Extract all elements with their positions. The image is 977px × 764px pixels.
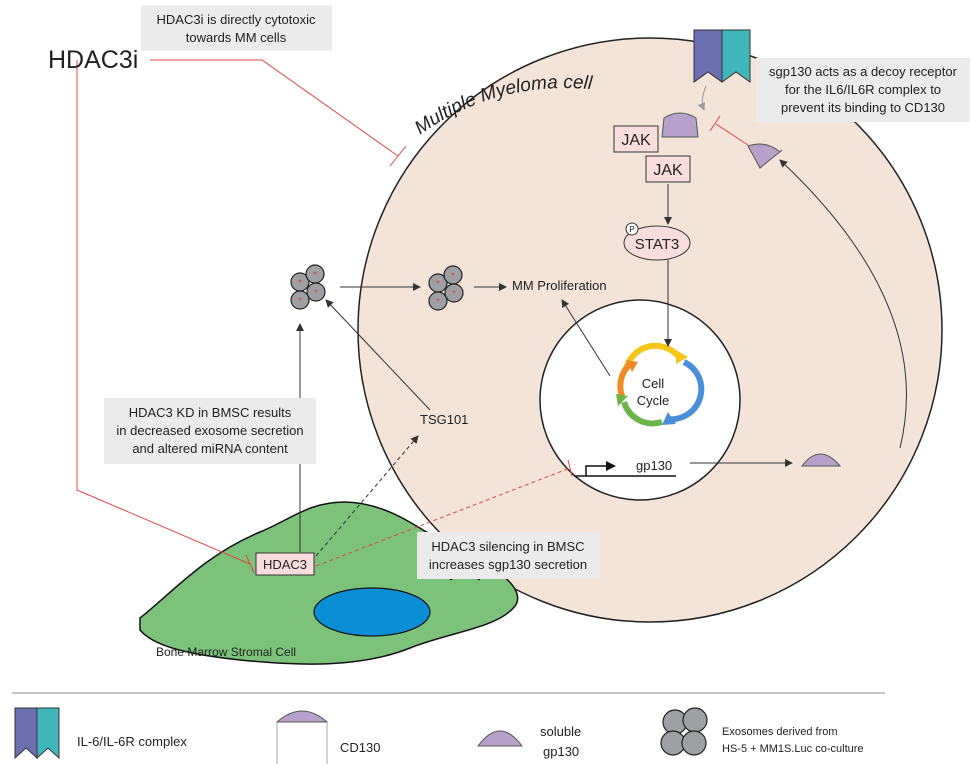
exosome-cluster-1 <box>290 264 326 310</box>
soluble-gp130-top <box>747 143 783 169</box>
legend-complex-icon <box>14 707 60 760</box>
stat3-node <box>623 225 691 261</box>
il6-complex-top <box>693 29 751 83</box>
cell-cycle-label-1: Cell <box>642 376 665 391</box>
note-cytotoxic-line-1: HDAC3i is directly cytotoxic <box>157 12 316 27</box>
inhibit-sgp130-cd130 <box>715 123 749 146</box>
soluble-gp130-right <box>800 453 842 467</box>
note-decoy-line-3: prevent its binding to CD130 <box>781 100 945 115</box>
exosome-cluster-1-marks: * * * * <box>298 270 318 307</box>
svg-text:*: * <box>313 270 317 281</box>
svg-text:*: * <box>436 279 440 290</box>
svg-text:*: * <box>436 297 440 308</box>
note-kd <box>104 398 316 464</box>
legend-cd130-icon <box>275 710 329 764</box>
nucleus <box>539 299 741 501</box>
jak-label-2: JAK <box>653 162 683 179</box>
cd130-membrane <box>661 112 699 138</box>
legend-exosome-label-2: HS-5 + MM1S.Luc co-culture <box>722 743 864 755</box>
inhibit-hdac3i-hdac3 <box>76 60 251 565</box>
note-decoy-line-2: for the IL6/IL6R complex to <box>785 82 941 97</box>
legend-complex-label: IL-6/IL-6R complex <box>77 734 187 749</box>
tsg101-label: TSG101 <box>420 412 468 427</box>
legend-cd130-label: CD130 <box>340 740 380 755</box>
cell-cycle-arrowheads <box>616 350 688 425</box>
hdac3-label: HDAC3 <box>263 557 307 572</box>
svg-text:*: * <box>451 271 455 282</box>
svg-text:*: * <box>298 296 302 307</box>
note-silencing-line-1: HDAC3 silencing in BMSC <box>431 539 584 554</box>
mm-proliferation-label: MM Proliferation <box>512 278 607 293</box>
arrow-complex-cd130 <box>697 85 707 111</box>
inhibit-hdac3i-mm <box>150 59 399 157</box>
gene-label: gp130 <box>636 458 672 473</box>
svg-text:*: * <box>314 288 318 299</box>
inhibit-hdac3-gene <box>315 467 571 567</box>
note-kd-line-3: and altered miRNA content <box>132 441 288 456</box>
svg-text:*: * <box>452 289 456 300</box>
note-cytotoxic-line-2: towards MM cells <box>186 30 287 45</box>
legend-exosome-icon <box>660 707 708 756</box>
phospho-badge <box>625 222 639 236</box>
exosome-cluster-2 <box>428 265 464 311</box>
note-kd-line-2: in decreased exosome secretion <box>116 423 303 438</box>
jak-label-1: JAK <box>621 132 651 149</box>
inhibition-lines <box>76 59 749 574</box>
phospho-label: P <box>629 225 634 234</box>
note-decoy-line-1: sgp130 acts as a decoy receptor <box>769 64 958 79</box>
hdac3i-label: HDAC3i <box>48 46 138 74</box>
note-silencing-line-2: increases sgp130 secretion <box>429 557 587 572</box>
legend-exosome-label-1: Exosomes derived from <box>722 726 838 738</box>
cell-cycle-label-2: Cycle <box>637 393 670 408</box>
note-silencing <box>417 532 600 579</box>
arrow-hdac3-tsg101 <box>315 435 419 557</box>
legend-soluble-label-2: gp130 <box>543 744 579 759</box>
stroma-label: Bone Marrow Stromal Cell <box>156 645 296 659</box>
arrow-cycle-proliferation <box>561 299 611 377</box>
note-cytotoxic <box>141 5 332 51</box>
exosome-cluster-2-marks: * * * * <box>436 271 456 308</box>
stat3-label: STAT3 <box>635 236 679 253</box>
arrow-tsg101-exo <box>325 299 431 411</box>
jak-box-1 <box>613 125 659 153</box>
jak-box-2 <box>645 155 691 183</box>
svg-text:*: * <box>298 278 302 289</box>
legend-soluble-icon <box>477 730 523 747</box>
legend-soluble-label-1: soluble <box>540 724 581 739</box>
note-kd-line-1: HDAC3 KD in BMSC results <box>129 405 292 420</box>
hdac3-box <box>255 552 315 576</box>
note-decoy <box>756 58 970 122</box>
stroma-nucleus <box>313 587 431 637</box>
arrow-sgp130-up <box>779 159 907 449</box>
promoter-arrow <box>585 461 616 476</box>
